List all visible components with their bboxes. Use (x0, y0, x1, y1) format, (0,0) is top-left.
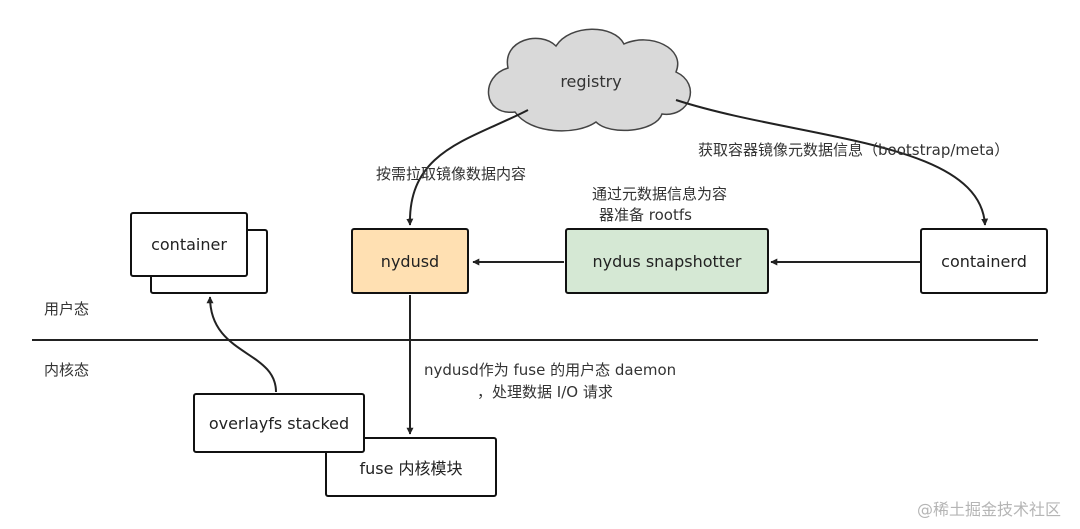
snapshotter-node-label: nydus snapshotter (592, 251, 742, 271)
nydusd-node-label: nydusd (380, 251, 440, 271)
watermark: @稀土掘金技术社区 (917, 500, 1062, 519)
fuse-node: fuse 内核模块 (325, 437, 497, 497)
edge-overlayfs-to-container (206, 296, 277, 393)
snapshotter-node: nydus snapshotter (565, 228, 769, 294)
edge-registry-to-containerd (675, 99, 989, 226)
edge-label-fuse-daemon-1: nydusd作为 fuse 的用户态 daemon (424, 361, 677, 379)
zone-label-user-space: 用户态 (44, 300, 90, 318)
containerd-node-label: containerd (941, 251, 1027, 271)
edge-label-fetch-metadata: 获取容器镜像元数据信息（bootstrap/meta） (698, 141, 1010, 159)
nydusd-node: nydusd (351, 228, 469, 294)
container-node: container (130, 212, 248, 277)
zone-label-kernel-space: 内核态 (44, 361, 90, 379)
edge-label-prepare-rootfs-1: 通过元数据信息为容 (592, 185, 728, 203)
registry-label: registry (560, 72, 622, 91)
edge-label-fuse-daemon-2: ，处理数据 I/O 请求 (477, 383, 613, 401)
edge-label-prepare-rootfs-2: 器准备 rootfs (599, 206, 692, 224)
registry-cloud (487, 28, 692, 132)
overlayfs-node-label: overlayfs stacked (208, 413, 350, 433)
container-node-label: container (151, 235, 227, 254)
fuse-node-label: fuse 内核模块 (359, 459, 463, 478)
containerd-node: containerd (920, 228, 1048, 294)
edge-registry-to-nydusd (406, 109, 529, 226)
overlayfs-node: overlayfs stacked (193, 393, 365, 453)
edge-label-pull-data: 按需拉取镜像数据内容 (376, 165, 527, 183)
